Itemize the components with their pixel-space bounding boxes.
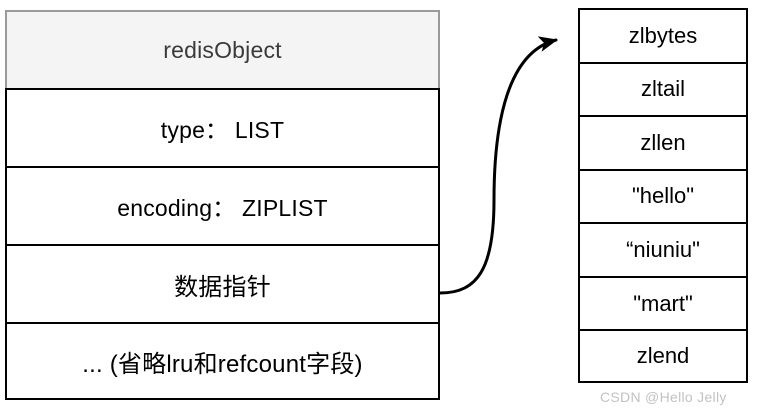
ziplist-row-zltail: zltail bbox=[578, 61, 748, 116]
ziplist-row-zlend: zlend bbox=[578, 329, 748, 383]
row-label-encoding: encoding： ZIPLIST bbox=[117, 195, 328, 221]
row-label-type: type： LIST bbox=[160, 117, 285, 143]
ziplist-label-entry-hello: "hello" bbox=[631, 183, 695, 209]
ziplist-table: zlbytes zltail zllen "hello" “niuniu" "m… bbox=[578, 8, 748, 383]
redis-object-header-label: redisObject bbox=[163, 36, 282, 63]
ziplist-label-zltail: zltail bbox=[640, 76, 685, 102]
ziplist-label-zlend: zlend bbox=[636, 343, 690, 369]
ziplist-label-zllen: zllen bbox=[640, 129, 686, 155]
table-row-type: type： LIST bbox=[5, 88, 440, 166]
ziplist-row-entry-mart: "mart" bbox=[578, 275, 748, 330]
table-row-omitted-fields: ... (省略lru和refcount字段) bbox=[5, 322, 440, 400]
ziplist-label-entry-mart: "mart" bbox=[633, 290, 693, 316]
row-label-omitted-fields: ... (省略lru和refcount字段) bbox=[82, 350, 363, 378]
redis-object-table: redisObject type： LIST encoding： ZIPLIST… bbox=[5, 10, 440, 400]
arrow-path bbox=[438, 36, 558, 295]
ziplist-label-entry-niuniu: “niuniu" bbox=[626, 237, 700, 263]
ziplist-row-entry-niuniu: “niuniu" bbox=[578, 222, 748, 276]
ziplist-label-zlbytes: zlbytes bbox=[628, 22, 698, 48]
row-label-data-pointer: 数据指针 bbox=[174, 273, 271, 301]
ziplist-row-entry-hello: "hello" bbox=[578, 168, 748, 223]
table-row-encoding: encoding： ZIPLIST bbox=[5, 166, 440, 244]
ziplist-row-zlbytes: zlbytes bbox=[578, 8, 748, 62]
watermark-text: CSDN @Hello Jelly bbox=[600, 389, 727, 405]
table-row-data-pointer: 数据指针 bbox=[5, 244, 440, 322]
ziplist-row-zllen: zllen bbox=[578, 115, 748, 169]
redis-object-header: redisObject bbox=[5, 10, 440, 88]
